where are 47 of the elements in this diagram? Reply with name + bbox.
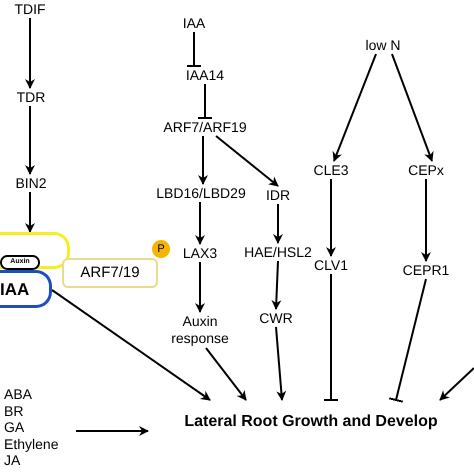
gene-label: CEPx <box>408 162 444 178</box>
hormone-name: JA <box>4 452 22 468</box>
gene-label: IAA <box>182 14 206 32</box>
hormone-name: BR <box>4 402 24 419</box>
gene-label: LAX3 <box>182 244 218 262</box>
hormone-name: Ethylene <box>4 436 60 452</box>
inhibition-line <box>322 274 340 402</box>
arrow <box>25 192 35 233</box>
arrow <box>195 262 205 313</box>
arrow <box>326 179 336 257</box>
gene-label: LBD16/LBD29 <box>156 184 246 202</box>
inhibition-line <box>196 84 214 120</box>
inhibition-line <box>186 32 202 68</box>
gene-label: low N <box>365 36 400 54</box>
arrow <box>198 136 208 185</box>
arrow <box>195 202 205 245</box>
hormone-name: GA <box>4 419 26 436</box>
arrow <box>273 204 283 244</box>
gene-label: BIN2 <box>15 174 47 192</box>
arrow <box>391 54 434 162</box>
gene-label: CLV1 <box>314 256 348 274</box>
outcome-label: Lateral Root Growth and Develop <box>184 412 438 432</box>
arrow <box>421 179 431 262</box>
gene-label: IAA14 <box>186 66 224 84</box>
arrow <box>271 260 282 310</box>
arrow <box>25 18 35 89</box>
gene-label: HAE/HSL2 <box>244 244 312 260</box>
arrow <box>332 54 377 162</box>
arrow <box>215 135 279 187</box>
inhibition-line <box>388 278 427 403</box>
hormone-name: ABA <box>4 386 34 402</box>
gene-label: CWR <box>259 310 293 326</box>
arrow <box>51 289 211 401</box>
arrow <box>439 367 474 401</box>
gene-label: CEPR1 <box>402 262 450 278</box>
arrow <box>25 106 35 175</box>
gene-label: TDR <box>16 88 46 106</box>
gene-label: CLE3 <box>313 162 349 178</box>
protein-box: ARF7/19 <box>62 258 158 288</box>
gene-label: IDR <box>266 186 290 204</box>
arrow <box>76 426 149 436</box>
complex-outline: IAA <box>0 270 52 308</box>
gene-label: Auxin response <box>170 313 230 347</box>
arrow <box>275 326 286 401</box>
gene-label: ARF7/ARF19 <box>163 118 247 136</box>
arrow <box>205 347 247 401</box>
gene-label: TDIF <box>14 0 46 18</box>
